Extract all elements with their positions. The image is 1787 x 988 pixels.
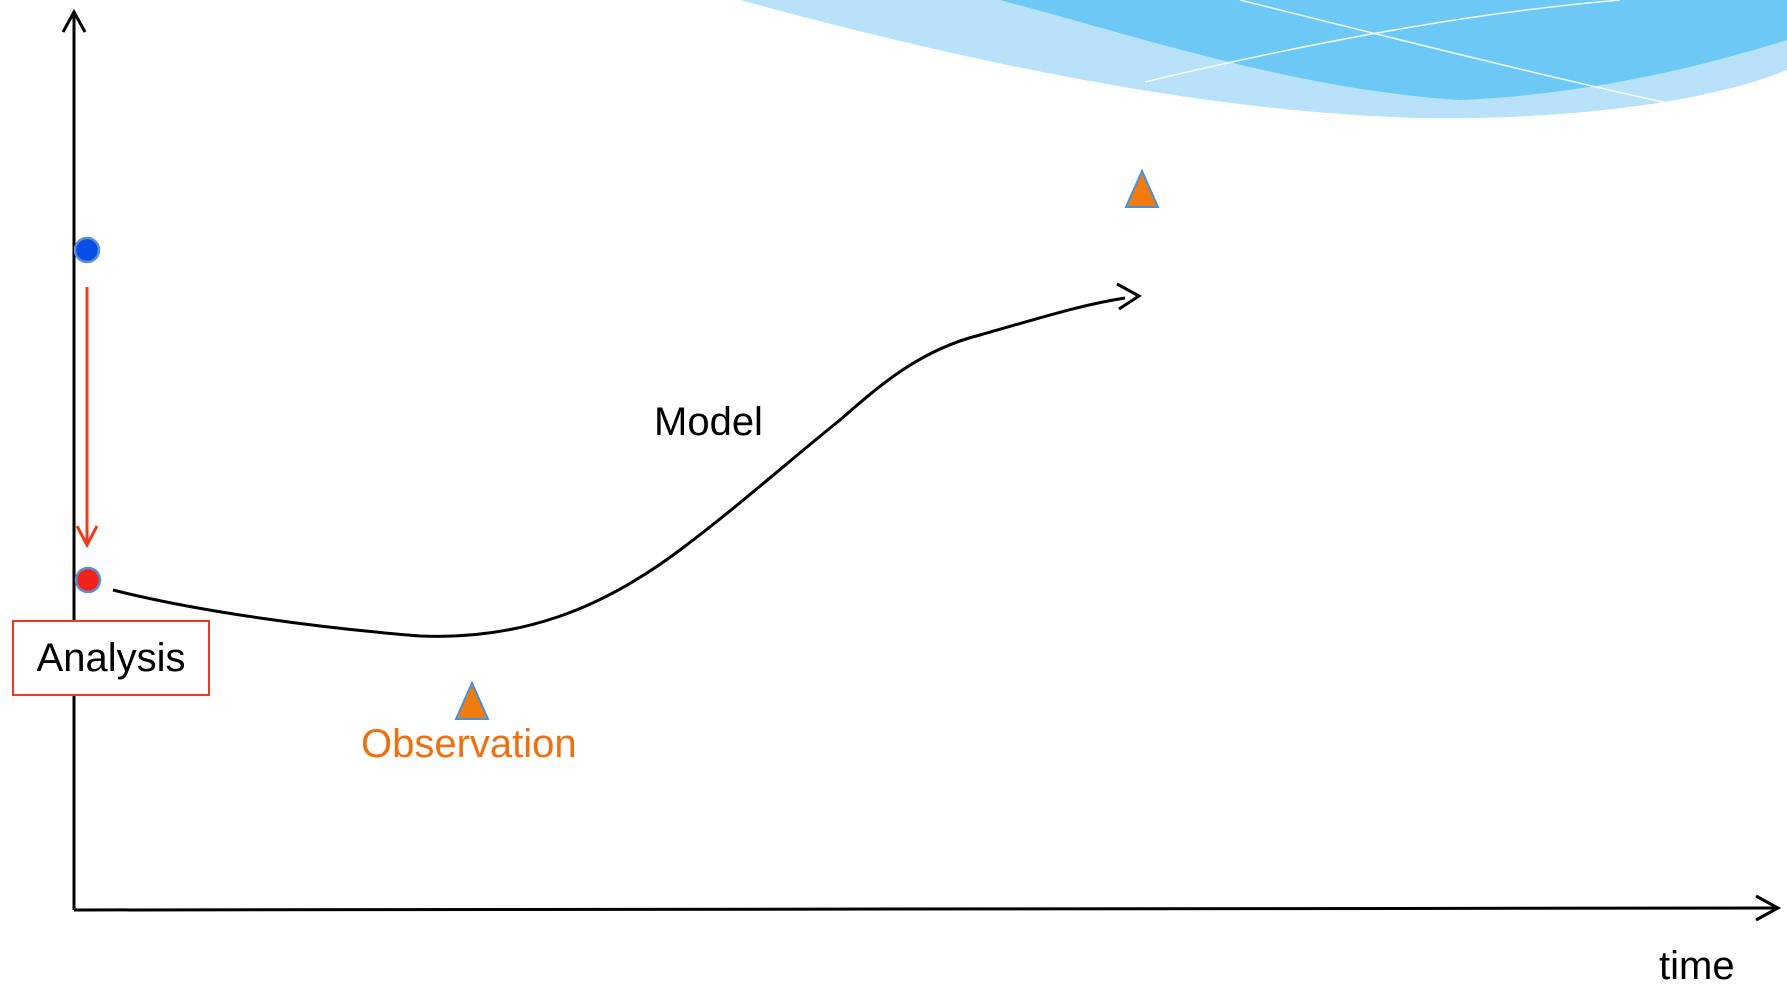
- time-axis-label: time: [1659, 944, 1735, 988]
- banner-highlight-line-2: [1239, 0, 1691, 109]
- analysis-increment-arrow: [75, 287, 99, 549]
- observation-marker: [454, 680, 490, 720]
- model-trajectory: [112, 282, 1142, 638]
- x-axis: [73, 894, 1782, 922]
- observation-marker: [1124, 168, 1160, 208]
- y-axis-arrowhead: [61, 8, 87, 33]
- background-point: [73, 236, 101, 264]
- x-axis-arrowhead: [1755, 894, 1782, 922]
- banner-dark-wave-2: [1180, 0, 1787, 68]
- decorative-banner: [740, 0, 1787, 119]
- model-curve: [112, 296, 1126, 638]
- model-label: Model: [654, 400, 763, 444]
- banner-highlight-line: [1144, 0, 1621, 83]
- y-axis: [61, 8, 87, 910]
- arrow-down-icon: [75, 525, 99, 549]
- observation-label: Observation: [361, 722, 577, 766]
- analysis-box: Analysis: [12, 620, 210, 696]
- model-arrowhead: [1116, 282, 1142, 311]
- x-axis-line: [73, 906, 1779, 912]
- analysis-label: Analysis: [36, 635, 186, 680]
- analysis-point: [74, 566, 102, 594]
